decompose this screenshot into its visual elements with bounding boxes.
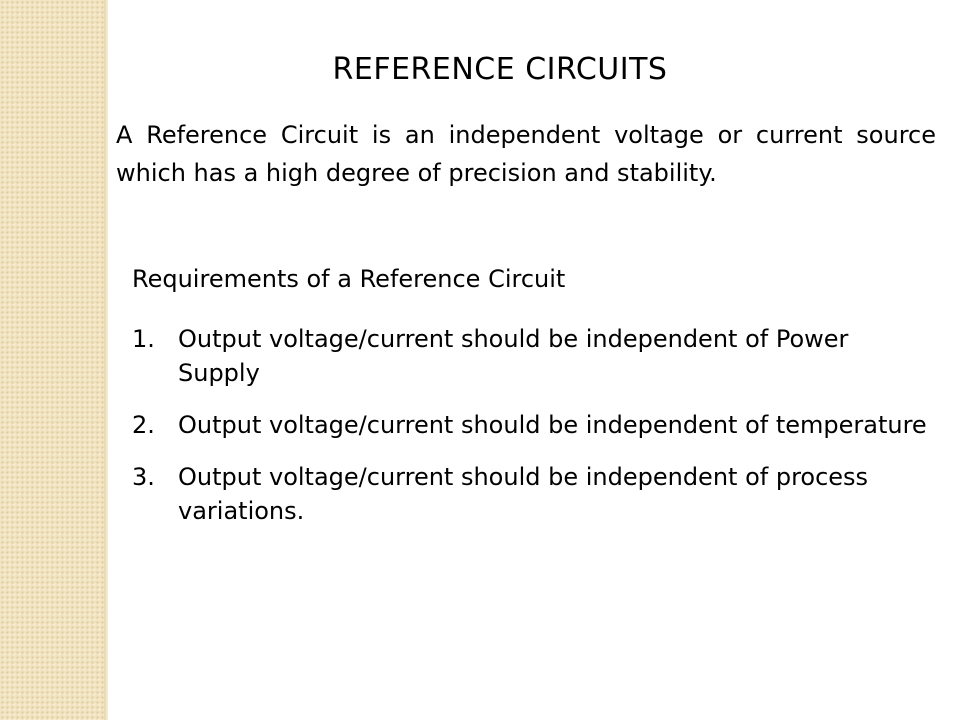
requirement-number: 2.: [132, 411, 155, 439]
definition-paragraph: A Reference Circuit is an independent vo…: [116, 121, 936, 187]
requirement-text: Output voltage/current should be indepen…: [178, 411, 927, 439]
slide-title: REFERENCE CIRCUITS: [332, 52, 668, 87]
requirement-item: 3. Output voltage/current should be inde…: [132, 460, 932, 528]
requirements-heading: Requirements of a Reference Circuit: [132, 265, 566, 293]
side-strip-edge: [104, 0, 108, 720]
requirement-text: Output voltage/current should be indepen…: [178, 325, 849, 387]
requirement-item: 1. Output voltage/current should be inde…: [132, 322, 932, 390]
requirement-number: 1.: [132, 325, 155, 353]
requirement-item: 2. Output voltage/current should be inde…: [132, 408, 932, 442]
requirements-list: 1. Output voltage/current should be inde…: [132, 322, 932, 546]
decorative-side-strip: [0, 0, 104, 720]
requirement-text: Output voltage/current should be indepen…: [178, 463, 869, 525]
requirement-number: 3.: [132, 463, 155, 491]
